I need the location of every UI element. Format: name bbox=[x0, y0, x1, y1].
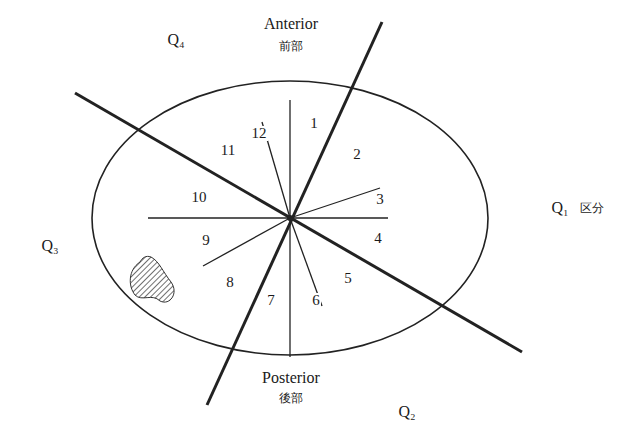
sector-number: 1 bbox=[309, 116, 319, 131]
direction-label: 前部 bbox=[278, 40, 304, 52]
sector-number: 9 bbox=[201, 233, 211, 248]
center-dot bbox=[287, 215, 293, 221]
quadrant-label: Q₃ bbox=[40, 238, 59, 254]
direction-label: Posterior bbox=[261, 370, 321, 386]
quadrant-label: 区分 bbox=[579, 202, 605, 214]
sector-number: 7 bbox=[266, 293, 276, 308]
quadrant-label: Q₂ bbox=[397, 404, 416, 420]
sector-number: 12 bbox=[251, 126, 268, 141]
sector-number: 3 bbox=[375, 192, 385, 207]
quadrant-label: Q₁ bbox=[550, 200, 569, 216]
sector-number: 2 bbox=[352, 147, 362, 162]
sector-lines bbox=[148, 100, 388, 357]
sector-number: 4 bbox=[373, 231, 383, 246]
quadrant-label: Q₄ bbox=[166, 32, 185, 48]
lesion-area bbox=[130, 256, 174, 302]
sector-number: 11 bbox=[220, 143, 236, 158]
quadrant-lines bbox=[75, 22, 522, 405]
sector-number: 10 bbox=[191, 190, 208, 205]
sector-number: 8 bbox=[225, 275, 235, 290]
sector-number: 6 bbox=[311, 293, 321, 308]
direction-label: 後部 bbox=[278, 392, 304, 404]
direction-label: Anterior bbox=[263, 16, 319, 32]
sector-number: 5 bbox=[343, 271, 353, 286]
